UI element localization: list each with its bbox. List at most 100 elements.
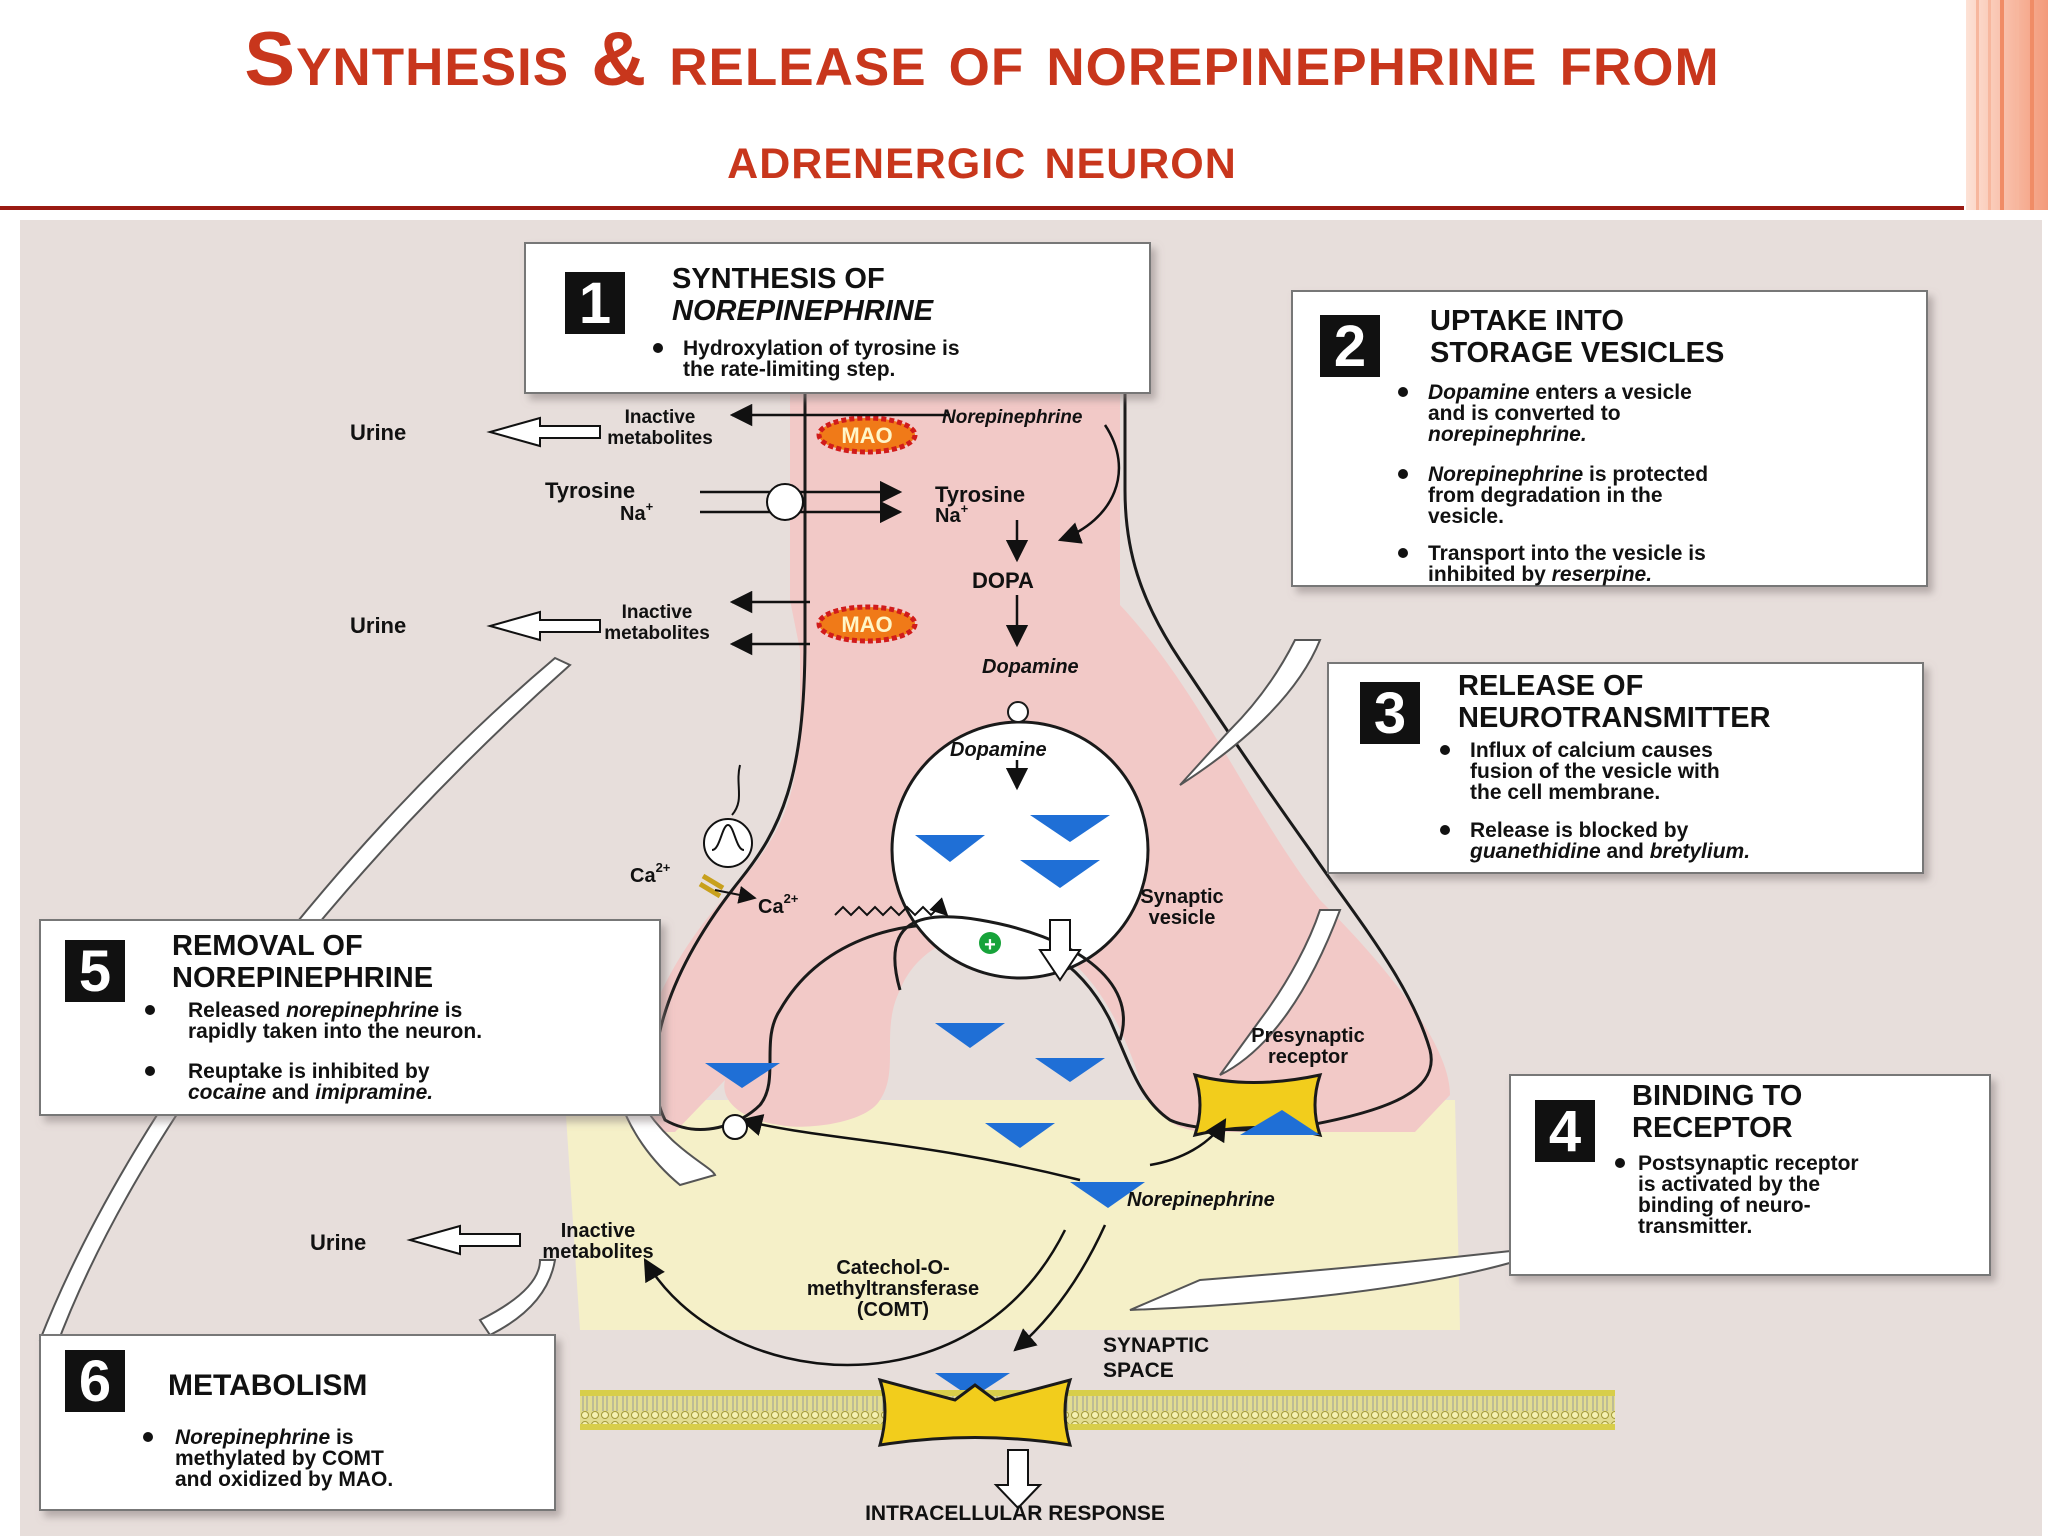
step-2-bullet-2-line-1: Norepinephrine is protected	[1428, 463, 1708, 486]
urine-label: Urine	[310, 1230, 366, 1255]
presynaptic-label: Presynaptic	[1251, 1025, 1364, 1047]
synaptic-space-label-1: SYNAPTIC	[1103, 1334, 1209, 1357]
step-1-heading-2: NOREPINEPHRINE	[672, 295, 935, 327]
step-5-content: 5 REMOVAL OF NOREPINEPHRINE Released nor…	[65, 930, 482, 1104]
cleft-norepinephrine-label: Norepinephrine	[1127, 1189, 1275, 1211]
urine-label: Urine	[350, 613, 406, 638]
svg-text:+: +	[984, 934, 996, 956]
text-span: Na	[620, 503, 646, 525]
step-2-heading-2: STORAGE VESICLES	[1430, 337, 1724, 369]
cleft-ne-triangle	[705, 1063, 780, 1088]
vesicle-ne-triangle	[1030, 815, 1110, 842]
calcium-channel-action-potential	[703, 818, 753, 868]
step-6-content: 6 METABOLISM Norepinephrine is methylate…	[65, 1349, 393, 1491]
na-inside-label: Na+	[935, 501, 969, 527]
text-span: Ca	[758, 896, 784, 918]
step-2-bullet-3-line-2: inhibited by reserpine.	[1428, 563, 1652, 586]
mao-label: MAO	[841, 423, 892, 448]
step-4-text-3: binding of neuro-	[1638, 1194, 1811, 1217]
callout-pointers	[38, 639, 1521, 1352]
dopa-label: DOPA	[972, 568, 1034, 593]
step-6-text-3: and oxidized by MAO.	[175, 1468, 393, 1491]
step-4-heading-1: BINDING TO	[1632, 1080, 1802, 1112]
text-span: +	[961, 501, 969, 516]
step-3-bullet-1-line-2: fusion of the vesicle with	[1470, 760, 1720, 783]
tyrosine-transporter	[766, 483, 804, 521]
step-2-box	[1291, 290, 1928, 587]
diagram-labels: Urine Inactive metabolites Norepinephrin…	[310, 407, 1365, 1525]
mao-label: MAO	[841, 612, 892, 637]
inactive-label: Inactive	[561, 1220, 635, 1242]
slide-title-line-2: adrenergic neuron	[727, 123, 1237, 192]
text-span: 2+	[656, 860, 671, 875]
inactive-label: Inactive	[622, 602, 693, 623]
intracellular-response-label: INTRACELLULAR RESPONSE	[865, 1502, 1165, 1525]
step-5-bullet-1-line-2: rapidly taken into the neuron.	[188, 1020, 482, 1043]
step-6-text-2: methylated by COMT	[175, 1447, 384, 1470]
pathway-arrows	[643, 403, 1227, 1367]
urine-label: Urine	[350, 420, 406, 445]
vesicle-ne-triangle	[915, 835, 985, 862]
step-3-bullet-2-line-1: Release is blocked by	[1470, 819, 1689, 842]
release-arrow	[1038, 919, 1082, 982]
calcium-signal-wave	[834, 897, 949, 917]
title-header: Synthesis & release of norepinephrine fr…	[0, 0, 1964, 210]
step-1-heading-1: SYNTHESIS OF	[672, 263, 885, 295]
comt-label-1: Catechol-O-	[836, 1257, 949, 1279]
text-span: bretylium.	[1650, 840, 1750, 863]
mao-enzyme-top: MAO	[816, 415, 918, 455]
urine-arrows	[406, 416, 601, 1256]
step-2-bullet-1-line-2: and is converted to	[1428, 402, 1621, 425]
step-3-content: 3 RELEASE OF NEUROTRANSMITTER Influx of …	[1360, 670, 1771, 863]
metabolites-label: metabolites	[542, 1241, 653, 1263]
text-span: +	[646, 499, 654, 514]
intracellular-response-arrow	[993, 1449, 1043, 1510]
text-span: Norepinephrine	[175, 1426, 331, 1449]
text-span: Ca	[630, 865, 656, 887]
vesicle-ne-triangle	[1020, 860, 1100, 888]
vesicle-label: vesicle	[1149, 907, 1216, 929]
text-span: Na	[935, 505, 961, 527]
step-6-box	[39, 1334, 556, 1511]
vesicle-norepinephrine-group	[915, 815, 1110, 888]
step-5-bullet-1-line-1: Released norepinephrine is	[188, 999, 462, 1022]
metabolites-label: metabolites	[607, 428, 713, 449]
step-2-content: 2 UPTAKE INTO STORAGE VESICLES Dopamine …	[1320, 305, 1724, 586]
step-6-heading: METABOLISM	[168, 1369, 367, 1402]
calcium-outside-label: Ca2+	[630, 860, 671, 887]
metabolites-label: metabolites	[604, 623, 710, 644]
receptor-label: receptor	[1268, 1046, 1348, 1068]
text-span: is protected	[1583, 463, 1708, 486]
text-span: Dopamine	[1428, 381, 1530, 404]
text-span: guanethidine	[1469, 840, 1601, 863]
tyrosine-outside-label: Tyrosine	[545, 478, 635, 503]
header-decoration-stripes	[1966, 0, 2048, 210]
na-outside-label: Na+	[620, 499, 654, 525]
text-span: Released	[188, 999, 286, 1022]
text-span: norepinephrine	[286, 999, 439, 1022]
step-2-bullet-1-line-3: norepinephrine.	[1428, 423, 1587, 446]
norepinephrine-synthesis-diagram: MAO MAO +	[20, 220, 2042, 1536]
text-span: inhibited by	[1428, 563, 1552, 586]
step-1-box	[524, 242, 1151, 394]
text-span: is	[439, 999, 462, 1022]
step-number-4: 4	[1549, 1099, 1581, 1164]
cleft-ne-triangle	[935, 1023, 1005, 1048]
step-4-heading-2: RECEPTOR	[1632, 1112, 1793, 1144]
step-5-heading-2: NOREPINEPHRINE	[172, 962, 433, 994]
step-4-text-2: is activated by the	[1638, 1173, 1820, 1196]
step-2-bullet-1-line-1: Dopamine enters a vesicle	[1428, 381, 1692, 404]
step-4-content: 4 BINDING TO RECEPTOR Postsynaptic recep…	[1535, 1080, 1859, 1238]
step-1-text-2: the rate-limiting step.	[683, 358, 895, 381]
step-5-heading-1: REMOVAL OF	[172, 930, 363, 962]
text-span: enters a vesicle	[1530, 381, 1692, 404]
step-number-6: 6	[79, 1349, 111, 1414]
step-2-heading-1: UPTAKE INTO	[1430, 305, 1624, 337]
cleft-norepinephrine-group	[705, 1023, 1145, 1398]
step-3-box	[1327, 662, 1924, 874]
mao-enzyme-bottom: MAO	[816, 604, 918, 644]
step-5-box	[39, 919, 661, 1116]
text-span: imipramine.	[315, 1081, 433, 1104]
step-2-bullet-2-line-2: from degradation in the	[1428, 484, 1663, 507]
